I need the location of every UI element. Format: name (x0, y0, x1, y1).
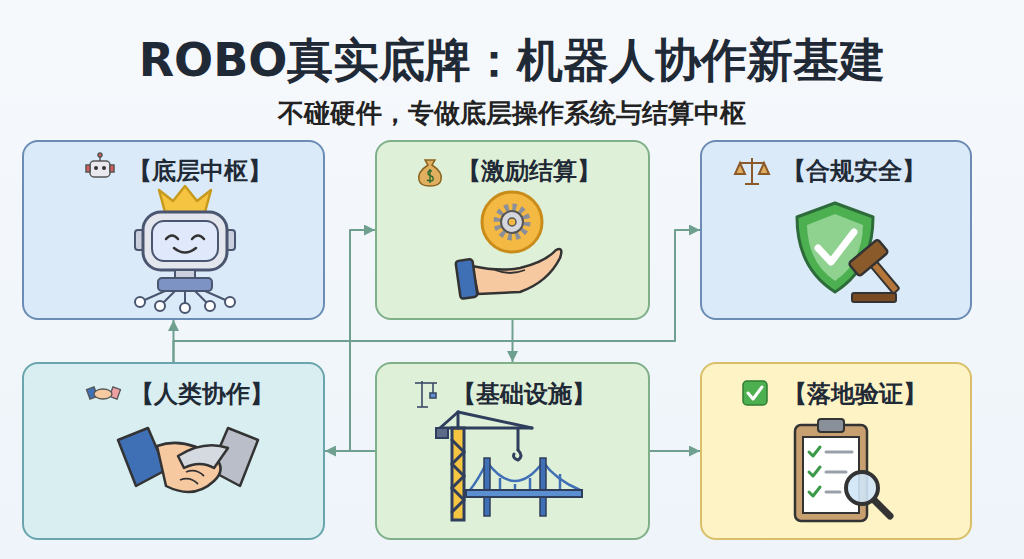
flow-arrow (512, 320, 514, 362)
category-box: 【人类协作】 (22, 362, 325, 540)
clipboard-illustration (795, 419, 890, 521)
category-box: 【落地验证】 (700, 362, 972, 540)
handshake-icon (87, 387, 121, 399)
box-heading: 【落地验证】 (783, 379, 927, 409)
flow-arrow (173, 320, 175, 362)
category-box: 【底层中枢】 (22, 140, 325, 320)
robot-icon (86, 153, 114, 177)
handshake-illustration (118, 428, 258, 492)
category-box: 【基础设施】 (375, 362, 650, 540)
money-bag-icon (419, 160, 442, 186)
checkbox-icon (743, 381, 767, 405)
scales-icon (735, 158, 769, 184)
diagram-caption: 不碰硬件，专做底层操作系统与结算中枢 (278, 98, 746, 128)
box-heading: 【基础设施】 (452, 379, 596, 409)
robot-illustration (135, 186, 235, 313)
flow-arrow (650, 450, 700, 452)
category-box: 【激励结算】 (375, 140, 650, 320)
crane-bridge-illustration (436, 412, 582, 520)
box-heading: 【激励结算】 (457, 156, 601, 186)
box-heading: 【人类协作】 (130, 379, 274, 409)
coin-hand-illustration (455, 192, 561, 299)
shield-gavel-illustration (797, 203, 911, 303)
caption-row: 不碰硬件，专做底层操作系统与结算中枢 (0, 98, 1024, 129)
category-box: 【合规安全】 (700, 140, 972, 320)
flow-arrow (350, 230, 375, 451)
title-row: ROBO真实底牌：机器人协作新基建 (0, 33, 1024, 88)
box-heading: 【合规安全】 (782, 156, 926, 186)
diagram-title: ROBO真实底牌：机器人协作新基建 (139, 33, 886, 87)
flow-arrow (325, 450, 375, 452)
crane-icon (415, 381, 437, 407)
box-heading: 【底层中枢】 (128, 156, 272, 186)
